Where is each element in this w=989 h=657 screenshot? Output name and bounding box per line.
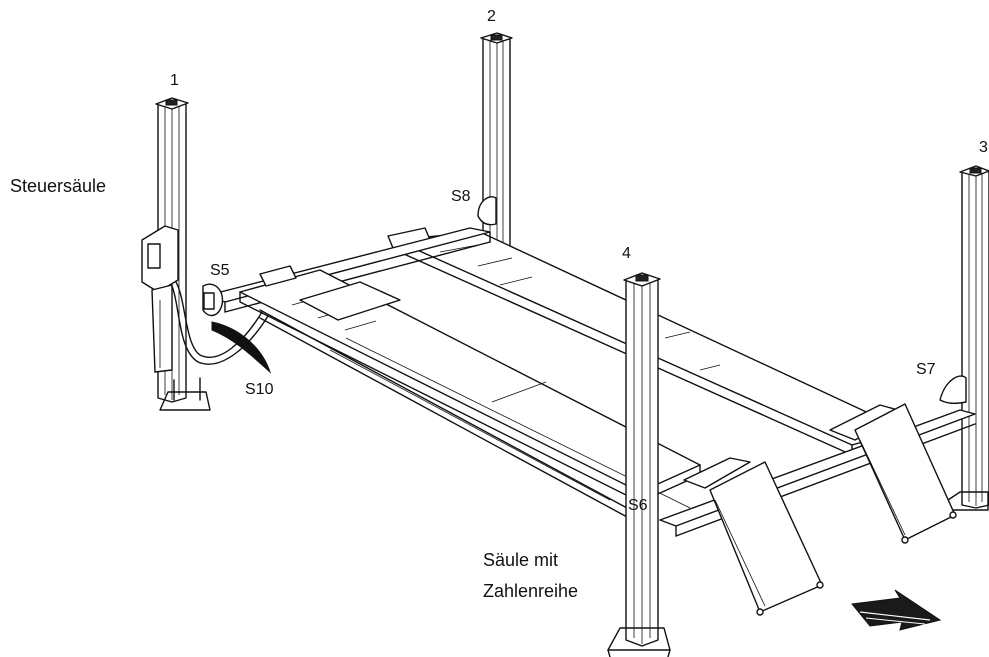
post-3-label: 3 <box>979 139 988 156</box>
s6-label: S6 <box>628 497 648 514</box>
control-unit <box>141 225 179 373</box>
numbered-post-label-line1: Säule mit <box>483 550 559 570</box>
post-4 <box>607 272 671 657</box>
s7-bracket <box>939 375 967 405</box>
s7-label: S7 <box>916 361 936 378</box>
side-rail <box>259 309 641 525</box>
post-3 <box>947 165 989 511</box>
s5-label: S5 <box>210 262 230 279</box>
post-4-label: 4 <box>622 245 631 262</box>
s8-label: S8 <box>451 188 471 205</box>
drive-direction-arrow-icon <box>851 589 942 631</box>
s8-bracket <box>477 196 497 226</box>
s10-label: S10 <box>245 381 274 398</box>
numbered-post-label-line2: Zahlenreihe <box>483 581 579 601</box>
post-2-label: 2 <box>487 8 496 25</box>
s5-bracket <box>202 283 224 317</box>
runway-left <box>239 265 751 509</box>
ramp-left <box>709 461 824 616</box>
post-1-label: 1 <box>170 72 179 89</box>
control-post-label: Steuersäule <box>10 176 107 196</box>
ramp-right <box>854 403 957 544</box>
s10-pointer <box>211 321 272 374</box>
